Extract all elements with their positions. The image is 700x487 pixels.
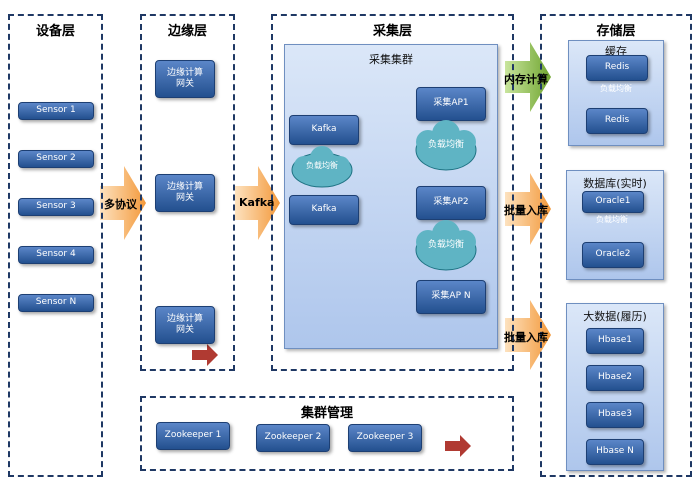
sensor-2[interactable]: Sensor 2 — [18, 150, 94, 168]
edge-layer: 边缘层 边缘计算网关 边缘计算网关 边缘计算网关 — [140, 14, 235, 371]
kafka-node-1[interactable]: Kafka — [289, 115, 359, 145]
cache-title: 缓存 — [605, 45, 627, 58]
sensor-n[interactable]: Sensor N — [18, 294, 94, 312]
arrow-memory-compute — [505, 42, 551, 112]
collect-ap2[interactable]: 采集AP2 — [416, 186, 486, 220]
device-layer: 设备层 Sensor 1 Sensor 2 Sensor 3 Sensor 4 … — [8, 14, 103, 477]
edge-gateway-2[interactable]: 边缘计算网关 — [155, 174, 215, 212]
label-memory-compute: 内存计算 — [504, 73, 548, 86]
cluster-mgmt-title: 集群管理 — [300, 406, 353, 421]
oracle-2[interactable]: Oracle2 — [582, 242, 644, 268]
edge-gateway-3[interactable]: 边缘计算网关 — [155, 306, 215, 344]
db-title: 数据库(实时) — [583, 177, 647, 190]
arrow-batch-2 — [505, 300, 551, 370]
zookeeper-3[interactable]: Zookeeper 3 — [348, 424, 422, 452]
cloud-lb-ap1 — [415, 120, 477, 171]
cloud-lb-kafka — [291, 146, 353, 188]
edge-gateway-1[interactable]: 边缘计算网关 — [155, 60, 215, 98]
device-layer-title: 设备层 — [35, 24, 75, 39]
hbase-n[interactable]: Hbase N — [586, 439, 644, 465]
collect-layer: 采集层 — [271, 14, 514, 371]
lb-label-kafka: 负载均衡 — [306, 161, 338, 170]
edge-layer-title: 边缘层 — [167, 24, 207, 39]
hbase-3[interactable]: Hbase3 — [586, 402, 644, 428]
label-multi-protocol: 多协议 — [104, 198, 137, 211]
sensor-4[interactable]: Sensor 4 — [18, 246, 94, 264]
arrow-kafka — [235, 166, 280, 240]
collect-ap1[interactable]: 采集AP1 — [416, 87, 486, 121]
bigdata-title: 大数据(履历) — [583, 310, 647, 323]
zookeeper-1[interactable]: Zookeeper 1 — [156, 422, 230, 450]
label-batch-1: 批量入库 — [504, 204, 548, 217]
collect-cluster-title: 采集集群 — [369, 53, 413, 66]
storage-layer: 存储层 — [540, 14, 692, 477]
storage-layer-title: 存储层 — [596, 24, 636, 39]
small-arrow-edge — [192, 344, 218, 366]
label-batch-2: 批量入库 — [504, 331, 548, 344]
arrow-multi-protocol — [100, 166, 146, 240]
lb-label-ap2: 负载均衡 — [428, 240, 465, 250]
lb-label-redis: 负载均衡 — [600, 84, 632, 93]
oracle-1[interactable]: Oracle1 — [582, 191, 644, 213]
label-kafka: Kafka — [239, 196, 275, 209]
cloud-lb-ap2 — [415, 220, 477, 271]
hbase-1[interactable]: Hbase1 — [586, 328, 644, 354]
collect-layer-title: 采集层 — [372, 24, 412, 39]
hbase-2[interactable]: Hbase2 — [586, 365, 644, 391]
kafka-node-2[interactable]: Kafka — [289, 195, 359, 225]
redis-2[interactable]: Redis — [586, 108, 648, 134]
arrow-batch-1 — [505, 173, 551, 245]
collect-apn[interactable]: 采集AP N — [416, 280, 486, 314]
cluster-mgmt-layer: 集群管理 Zookeeper 1 Zookeeper 2 Zookeeper 3 — [140, 396, 514, 471]
lb-label-oracle: 负载均衡 — [596, 215, 628, 224]
redis-1[interactable]: Redis — [586, 55, 648, 81]
sensor-3[interactable]: Sensor 3 — [18, 198, 94, 216]
sensor-1[interactable]: Sensor 1 — [18, 102, 94, 120]
lb-label-ap1: 负载均衡 — [428, 140, 465, 150]
zookeeper-2[interactable]: Zookeeper 2 — [256, 424, 330, 452]
small-arrow-mgmt — [445, 435, 471, 457]
